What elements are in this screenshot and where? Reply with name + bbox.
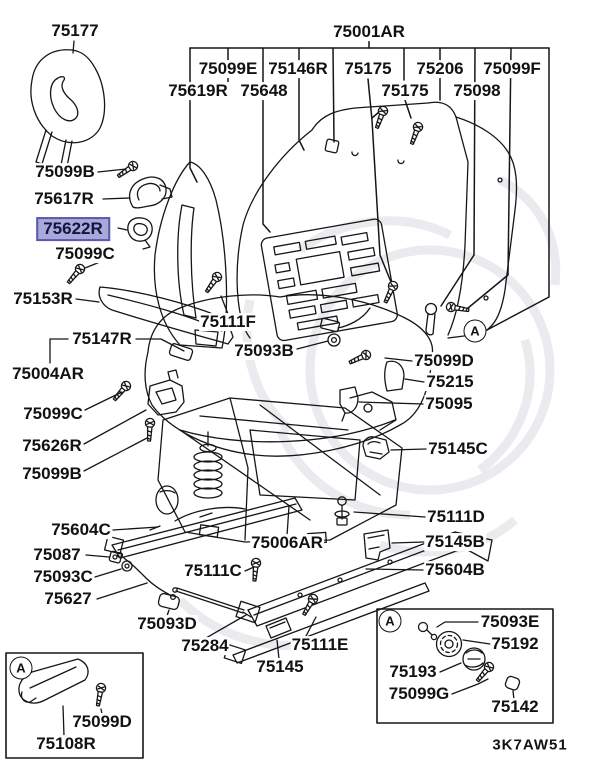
- part-label-75111f[interactable]: 75111F: [199, 312, 257, 332]
- gear-knob-75192-drawing: [435, 630, 463, 658]
- part-label-75193[interactable]: 75193: [388, 662, 438, 682]
- screw-75099d-mid: [347, 348, 373, 368]
- part-label-75001ar[interactable]: 75001AR: [332, 22, 406, 42]
- part-label-75626r[interactable]: 75626R: [21, 436, 83, 456]
- part-label-75206[interactable]: 75206: [415, 59, 465, 79]
- part-label-75099b-mid[interactable]: 75099B: [21, 464, 83, 484]
- detail-marker-a-mid: A: [463, 319, 487, 343]
- part-label-75619r[interactable]: 75619R: [167, 81, 229, 101]
- part-label-75099c-top[interactable]: 75099C: [54, 244, 116, 264]
- part-label-75095[interactable]: 75095: [424, 394, 474, 414]
- cap-75142-drawing: [504, 675, 521, 691]
- pad-75093d-drawing: [157, 592, 180, 611]
- detail-box-a-left: [5, 652, 144, 759]
- part-label-75099d-mid[interactable]: 75099D: [413, 351, 475, 371]
- detail-marker-a-box-left: A: [9, 656, 33, 680]
- rod-75284-drawing: [172, 587, 252, 618]
- part-label-75604b[interactable]: 75604B: [424, 560, 486, 580]
- part-label-75093d[interactable]: 75093D: [136, 614, 198, 634]
- part-label-75087[interactable]: 75087: [32, 545, 82, 565]
- flap-75215-drawing: [384, 360, 405, 392]
- part-label-75098[interactable]: 75098: [452, 81, 502, 101]
- screw-seatback-lower: [380, 279, 400, 305]
- bolt-75111d-drawing: [334, 496, 350, 526]
- part-label-75145c[interactable]: 75145C: [427, 439, 489, 459]
- bracket-75626r-drawing: [147, 369, 185, 416]
- part-label-75617r[interactable]: 75617R: [33, 189, 95, 209]
- part-label-75146r[interactable]: 75146R: [267, 59, 329, 79]
- harness-wire-drawing: [319, 307, 371, 347]
- part-label-75099c-mid[interactable]: 75099C: [22, 404, 84, 424]
- frame-assembly-drawing: [155, 391, 403, 545]
- seat-cushion-drawing: [144, 294, 434, 457]
- part-label-75175-a[interactable]: 75175: [343, 59, 393, 79]
- screw-75099c-top: [64, 261, 88, 287]
- screw-75175-1: [371, 104, 390, 131]
- seat-back-drawing: [236, 101, 518, 339]
- screw-75175-2: [406, 120, 425, 147]
- detail-marker-a-box-right: A: [378, 609, 402, 633]
- part-label-75142[interactable]: 75142: [490, 697, 540, 717]
- part-label-75145[interactable]: 75145: [255, 657, 305, 677]
- keyhole-latch-drawing: [424, 302, 438, 336]
- part-label-75145b[interactable]: 75145B: [424, 532, 486, 552]
- knob-75193-drawing: [462, 647, 486, 671]
- part-label-75111c[interactable]: 75111C: [183, 561, 243, 581]
- cable-75627-drawing: [116, 551, 177, 601]
- part-label-75099d-box[interactable]: 75099D: [71, 712, 133, 732]
- screw-75099c-mid: [110, 378, 134, 404]
- screw-75099d-box: [92, 682, 107, 708]
- part-label-75604c[interactable]: 75604C: [50, 520, 112, 540]
- part-label-75111d[interactable]: 75111D: [426, 507, 486, 527]
- part-label-75093e[interactable]: 75093E: [479, 612, 541, 632]
- part-label-75111e[interactable]: 75111E: [290, 635, 350, 655]
- screw-75099b-mid: [143, 417, 156, 442]
- part-label-75284[interactable]: 75284: [180, 636, 230, 656]
- lever-75095-drawing: [339, 386, 359, 422]
- leader-lines: [49, 168, 515, 737]
- diagram-code: 3K7AW51: [492, 736, 568, 754]
- part-label-75147r[interactable]: 75147R: [71, 329, 133, 349]
- clip-75617r-drawing: [129, 176, 173, 209]
- pin-75093e-drawing: [417, 621, 438, 641]
- part-label-75108r[interactable]: 75108R: [35, 734, 97, 754]
- clip-75622r-drawing: [127, 217, 153, 250]
- headrest-drawing: [30, 40, 106, 173]
- part-label-75093b[interactable]: 75093B: [233, 341, 295, 361]
- part-label-75627[interactable]: 75627: [43, 589, 93, 609]
- part-label-75177[interactable]: 75177: [50, 21, 100, 41]
- heater-pad-drawing: [260, 218, 398, 342]
- part-label-75099e[interactable]: 75099E: [197, 59, 259, 79]
- part-label-75648[interactable]: 75648: [239, 81, 289, 101]
- part-label-75099f[interactable]: 75099F: [482, 59, 542, 79]
- screw-75111f: [202, 269, 225, 296]
- part-label-75099g[interactable]: 75099G: [387, 684, 451, 704]
- part-label-75215[interactable]: 75215: [425, 372, 475, 392]
- side-frame-drawing: [153, 161, 228, 349]
- screw-75111c: [249, 557, 262, 582]
- part-label-75006ar[interactable]: 75006AR: [250, 533, 324, 553]
- detail-box-a-right: [376, 608, 554, 724]
- part-label-75175-b[interactable]: 75175: [380, 81, 430, 101]
- part-label-75093c[interactable]: 75093C: [32, 567, 94, 587]
- top-bracket-lines: [189, 40, 550, 331]
- part-label-75099b-top[interactable]: 75099B: [34, 162, 96, 182]
- part-label-75153r[interactable]: 75153R: [12, 289, 74, 309]
- clip-75145c-drawing: [362, 436, 390, 460]
- part-label-75004ar[interactable]: 75004AR: [11, 364, 85, 384]
- pad-75145-drawing: [265, 617, 292, 639]
- part-label-75622r-highlighted[interactable]: 75622R: [36, 217, 110, 241]
- part-label-75192[interactable]: 75192: [490, 634, 540, 654]
- bracket-75145b-drawing: [363, 529, 391, 561]
